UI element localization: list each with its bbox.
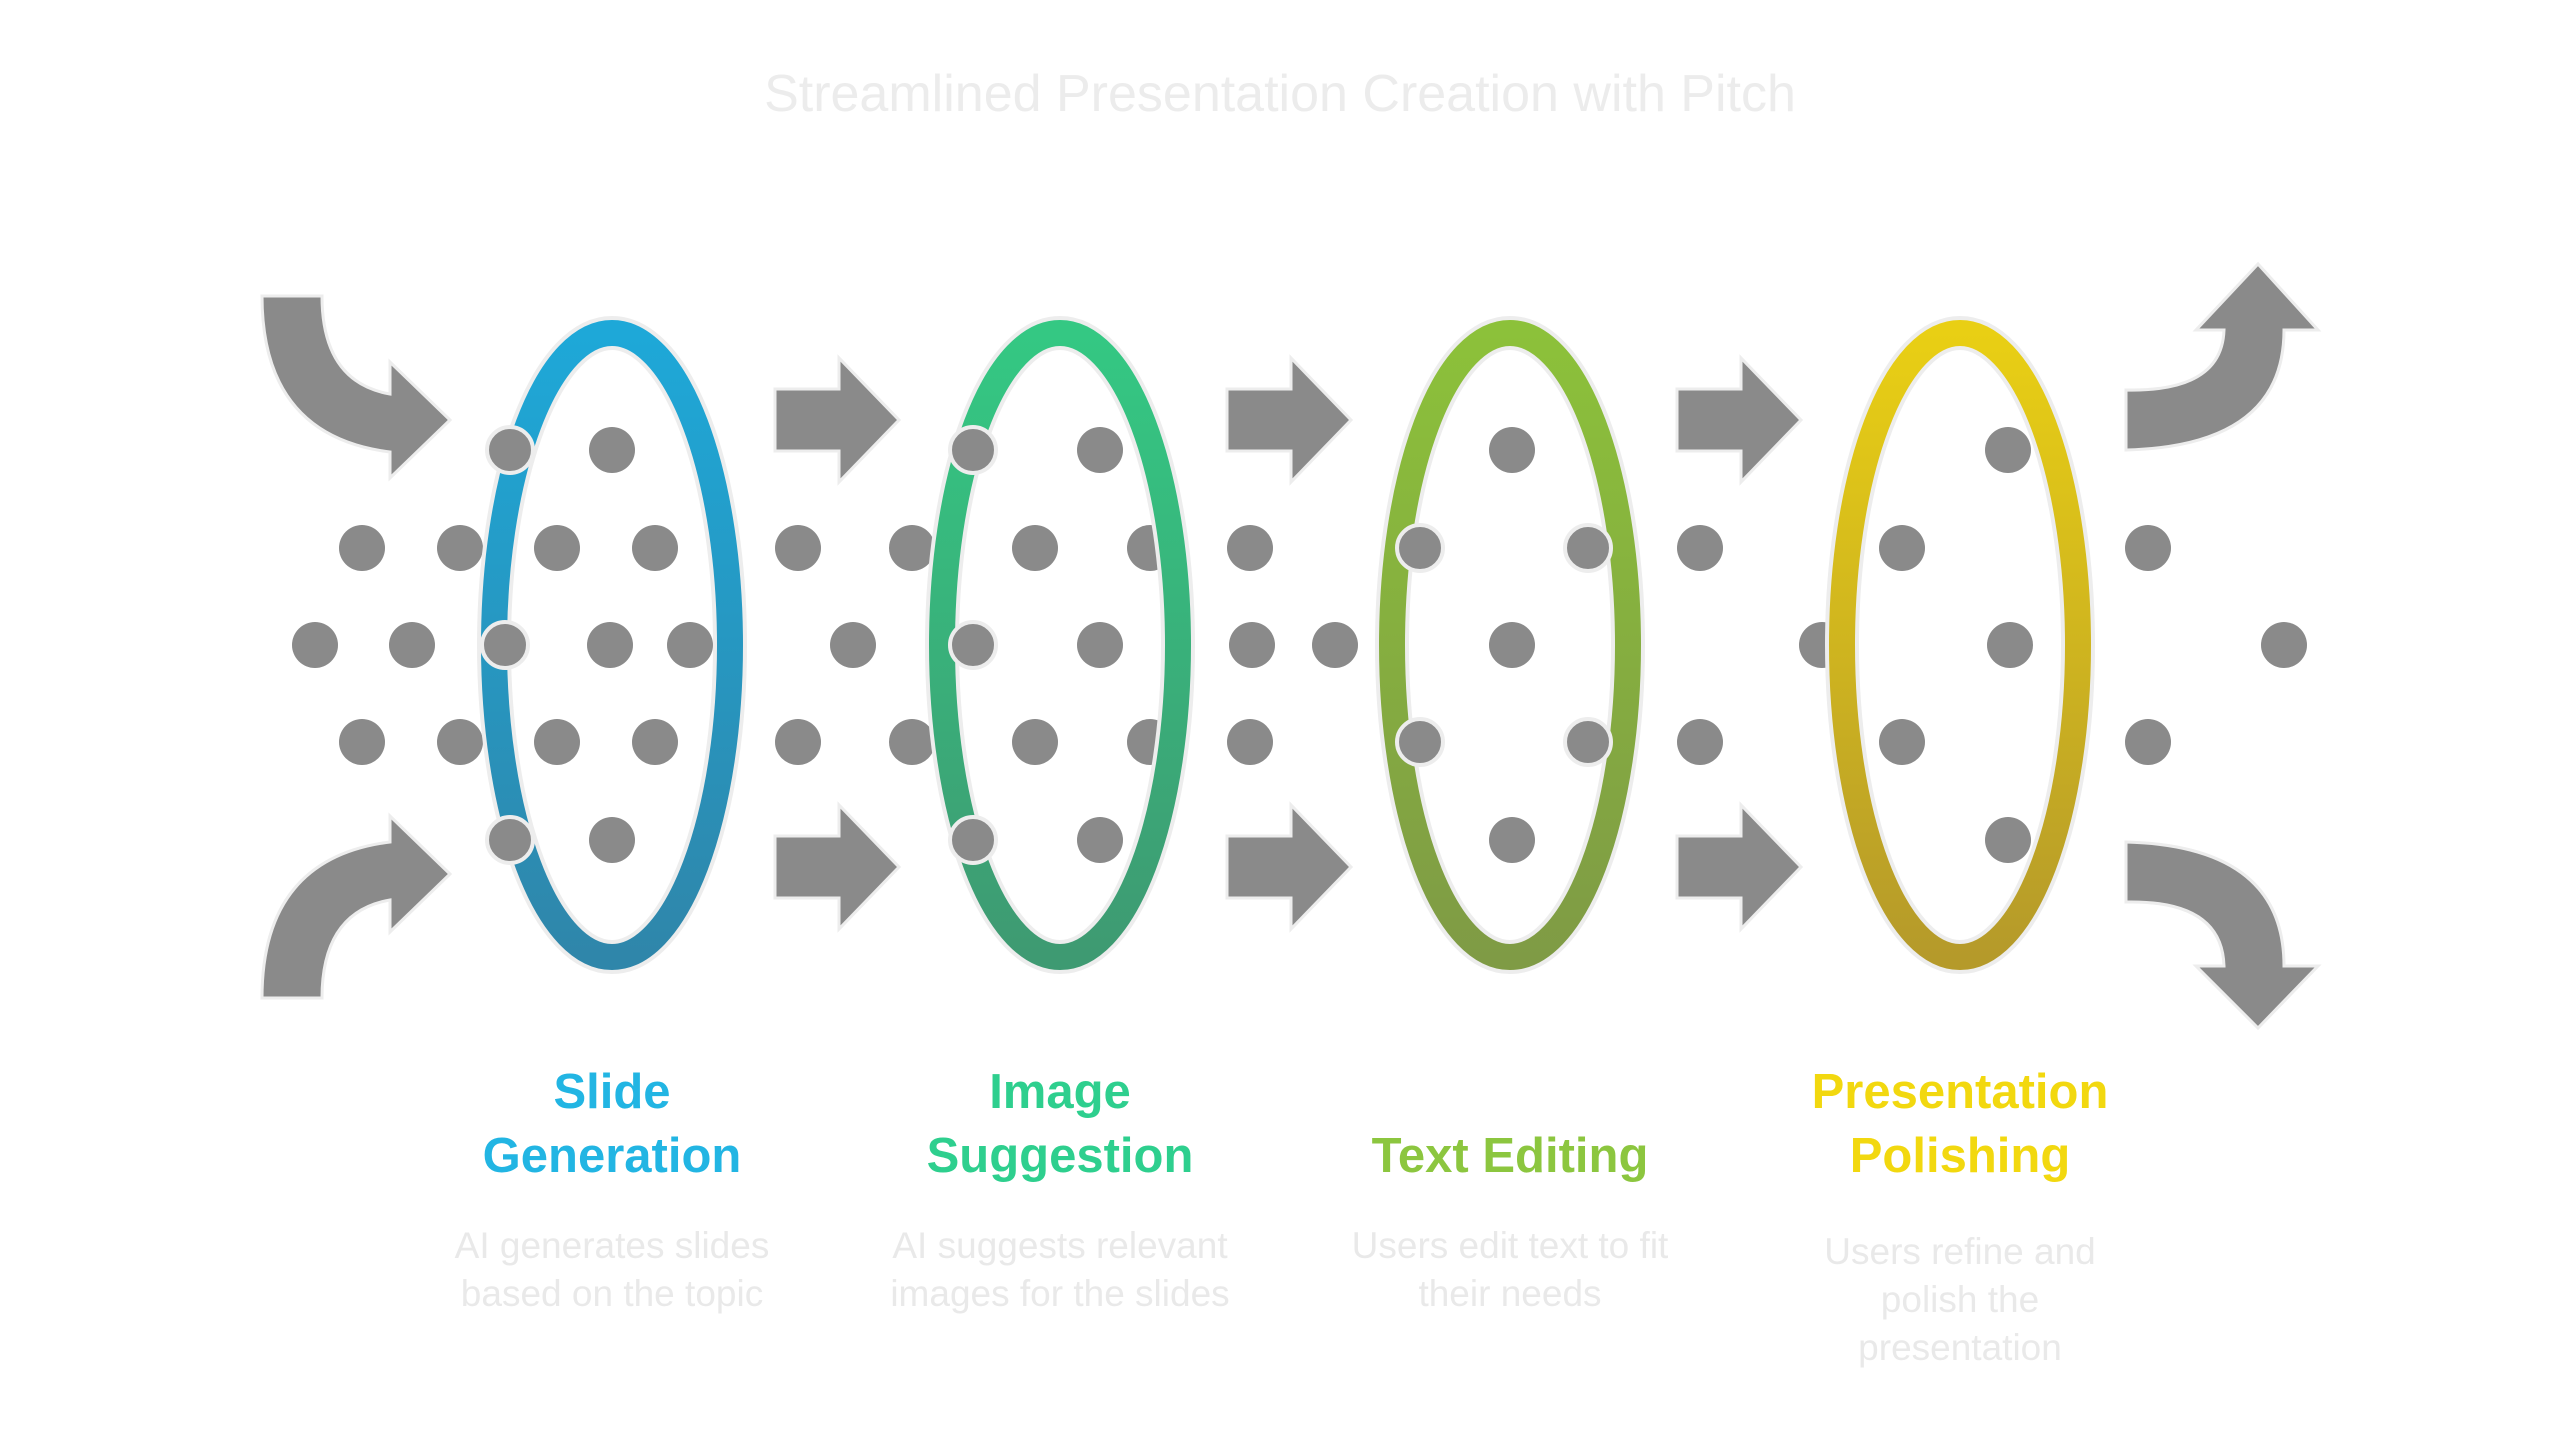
- particle-dot: [775, 719, 821, 765]
- stage-label-line: Suggestion: [926, 1129, 1194, 1183]
- stage-description-line: images for the slides: [890, 1273, 1230, 1314]
- particle-dot: [339, 525, 385, 571]
- particle-dot: [389, 622, 435, 668]
- particle-dot: [948, 425, 998, 475]
- stage-label-line: Image: [989, 1065, 1131, 1119]
- particle-dot: [2261, 622, 2307, 668]
- stage-label-line: Polishing: [1849, 1129, 2071, 1183]
- particle-dot: [485, 815, 535, 865]
- stage-ring: [929, 320, 1191, 970]
- stage-label-slide-generation: Slide Generation: [412, 1060, 812, 1188]
- particle-dot: [589, 817, 635, 863]
- stage-description-line: Users edit text to fit: [1351, 1225, 1669, 1266]
- particle-dot: [485, 425, 535, 475]
- particle-dot: [534, 719, 580, 765]
- particle-dot: [632, 719, 678, 765]
- particle-dot: [587, 622, 633, 668]
- particle-dot: [1077, 817, 1123, 863]
- particle-dot: [1229, 622, 1275, 668]
- flow-arrow: [1225, 801, 1354, 933]
- particle-dot: [1012, 719, 1058, 765]
- stage-description-line: based on the topic: [460, 1273, 764, 1314]
- stage-ring: [1379, 320, 1641, 970]
- stage-description-line: their needs: [1418, 1273, 1602, 1314]
- particle-dot: [437, 525, 483, 571]
- ring-dots-layer: [480, 425, 1613, 865]
- particle-dot: [534, 525, 580, 571]
- particle-dot: [775, 525, 821, 571]
- particle-dot: [948, 815, 998, 865]
- particle-dot: [632, 525, 678, 571]
- particle-dot: [1227, 525, 1273, 571]
- particle-dot: [1677, 525, 1723, 571]
- particle-dot: [1879, 525, 1925, 571]
- particle-dot: [480, 620, 530, 670]
- curved-output-arrow: [2124, 261, 2322, 452]
- particle-dot: [1987, 622, 2033, 668]
- particle-dot: [1985, 817, 2031, 863]
- curved-input-arrow: [260, 812, 453, 1000]
- particle-dot: [667, 622, 713, 668]
- particle-dot: [1563, 523, 1613, 573]
- flow-arrow: [1675, 354, 1804, 486]
- particle-dot: [1077, 622, 1123, 668]
- curved-input-arrow: [260, 294, 453, 482]
- particle-dot: [1489, 427, 1535, 473]
- particle-dot: [1563, 717, 1613, 767]
- stage-label-line: Slide: [553, 1065, 671, 1119]
- particle-dot: [2125, 525, 2171, 571]
- stage-label-presentation-polishing: Presentation Polishing: [1760, 1060, 2160, 1188]
- particle-dot: [1227, 719, 1273, 765]
- stage-description-line: presentation: [1858, 1327, 2062, 1368]
- stage-description-line: Users refine and: [1824, 1231, 2096, 1272]
- stage-description-line: AI generates slides: [454, 1225, 770, 1266]
- stage-description-text-editing: Users edit text to fit their needs: [1320, 1222, 1700, 1318]
- stage-description-line: AI suggests relevant: [892, 1225, 1228, 1266]
- diagram-title: Streamlined Presentation Creation with P…: [764, 65, 1796, 123]
- particle-dot: [1395, 717, 1445, 767]
- particle-dot: [1012, 525, 1058, 571]
- flow-arrow: [1225, 354, 1354, 486]
- dots-layer: [292, 427, 2307, 863]
- particle-dot: [1395, 523, 1445, 573]
- flow-arrow: [1675, 801, 1804, 933]
- stage-label-line: Generation: [482, 1129, 742, 1183]
- particle-dot: [889, 525, 935, 571]
- arrows-layer: [260, 261, 2322, 1031]
- flow-arrow: [773, 801, 902, 933]
- particle-dot: [2125, 719, 2171, 765]
- particle-dot: [830, 622, 876, 668]
- particle-dot: [339, 719, 385, 765]
- stage-description-line: polish the: [1880, 1279, 2040, 1320]
- stage-label-image-suggestion: Image Suggestion: [860, 1060, 1260, 1188]
- particle-dot: [1879, 719, 1925, 765]
- particle-dot: [437, 719, 483, 765]
- stage-description-presentation-polishing: Users refine and polish the presentation: [1770, 1228, 2150, 1372]
- stage-label-text-editing: Text Editing: [1310, 1124, 1710, 1188]
- particle-dot: [589, 427, 635, 473]
- stage-ring: [1829, 320, 2091, 970]
- stage-label-line: Presentation: [1811, 1065, 2109, 1119]
- particle-dot: [948, 620, 998, 670]
- particle-dot: [1985, 427, 2031, 473]
- particle-dot: [292, 622, 338, 668]
- rings-layer: [477, 316, 2095, 974]
- stage-description-image-suggestion: AI suggests relevant images for the slid…: [870, 1222, 1250, 1318]
- particle-dot: [889, 719, 935, 765]
- stage-label-line: Text Editing: [1371, 1129, 1649, 1183]
- particle-dot: [1077, 427, 1123, 473]
- particle-dot: [1312, 622, 1358, 668]
- particle-dot: [1489, 622, 1535, 668]
- stage-description-slide-generation: AI generates slides based on the topic: [422, 1222, 802, 1318]
- particle-dot: [1677, 719, 1723, 765]
- particle-dot: [1489, 817, 1535, 863]
- flow-arrow: [773, 354, 902, 486]
- curved-output-arrow: [2124, 840, 2322, 1031]
